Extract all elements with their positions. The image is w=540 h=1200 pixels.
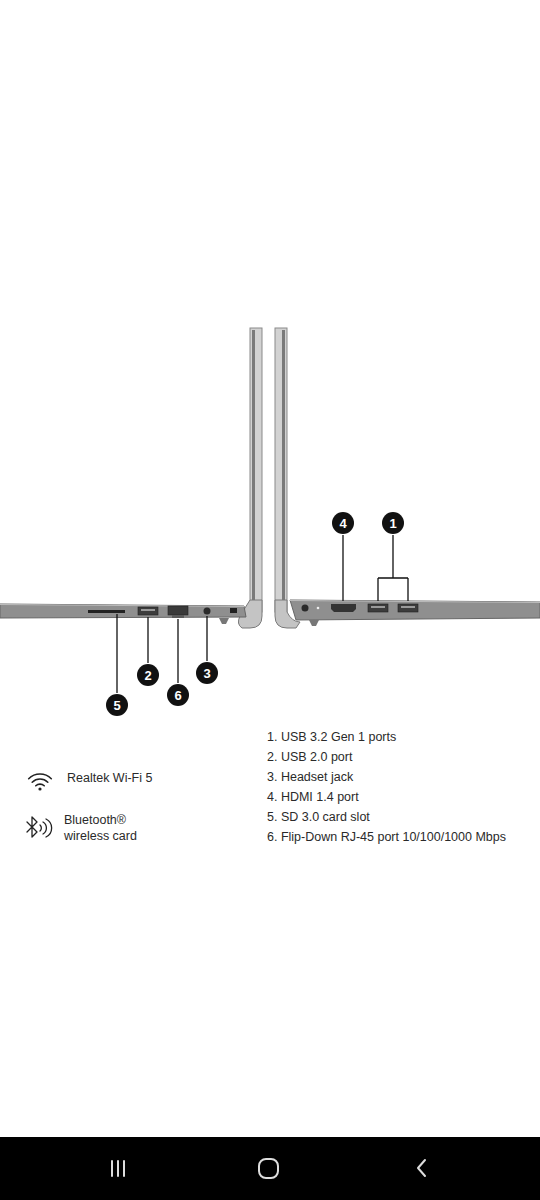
leader-line [206, 616, 207, 661]
callout-number: 1 [389, 517, 396, 530]
headset-jack [204, 608, 211, 615]
port-spec-item: 3. Headset jack [267, 769, 353, 785]
bluetooth-icon [27, 817, 52, 837]
rj45-port [168, 606, 188, 615]
back-icon [418, 1160, 425, 1176]
port-spec-item: 5. SD 3.0 card slot [267, 809, 370, 825]
navigation-bar [0, 1137, 540, 1200]
feature-label: Bluetooth® wireless card [64, 812, 156, 844]
lid-edge [282, 330, 285, 610]
callout-circle: 3 [196, 662, 218, 684]
wifi-dot [38, 787, 41, 790]
port-spec-item: 6. Flip-Down RJ-45 port 10/100/1000 Mbps [267, 829, 506, 845]
hdmi-port [331, 604, 356, 612]
rubber-foot [309, 620, 319, 626]
leader-line [147, 617, 148, 663]
usb-port [138, 607, 158, 615]
usb-port [398, 604, 418, 612]
port-spec-item: 4. HDMI 1.4 port [267, 789, 359, 805]
laptop-lid [275, 328, 287, 612]
recents-icon [112, 1161, 124, 1176]
callout-number: 4 [339, 517, 346, 530]
power-jack [302, 605, 309, 612]
home-icon [259, 1159, 278, 1178]
base-edge [290, 601, 540, 603]
port-spec-item: 1. USB 3.2 Gen 1 ports [267, 729, 396, 745]
status-led [317, 607, 320, 610]
base-edge [0, 605, 244, 607]
leader-line [342, 535, 343, 601]
sd-slot [88, 610, 125, 613]
callout-circle: 6 [167, 684, 189, 706]
callout-circle: 4 [332, 512, 354, 534]
usb-tongue [371, 606, 385, 608]
leader-bracket [378, 535, 408, 601]
leader-line [116, 614, 117, 693]
callout-circle: 1 [382, 512, 404, 534]
callout-number: 3 [203, 667, 210, 680]
lock-slot [230, 608, 237, 613]
port-spec-item: 2. USB 2.0 port [267, 749, 352, 765]
callout-number: 5 [113, 699, 120, 712]
laptop-lid [250, 328, 262, 612]
lid-edge [252, 330, 255, 610]
callout-number: 2 [144, 669, 151, 682]
laptop-base [0, 604, 246, 618]
usb-tongue [401, 606, 415, 608]
callout-number: 6 [174, 689, 181, 702]
rj45-flap [172, 615, 184, 618]
callout-circle: 5 [106, 694, 128, 716]
leader-line [177, 619, 178, 683]
callout-circle: 2 [137, 664, 159, 686]
usb-tongue [141, 609, 155, 611]
usb-port [368, 604, 388, 612]
laptop-base [290, 600, 540, 620]
feature-label: Realtek Wi-Fi 5 [67, 770, 152, 786]
rubber-foot [219, 618, 229, 624]
wifi-icon [29, 774, 52, 786]
